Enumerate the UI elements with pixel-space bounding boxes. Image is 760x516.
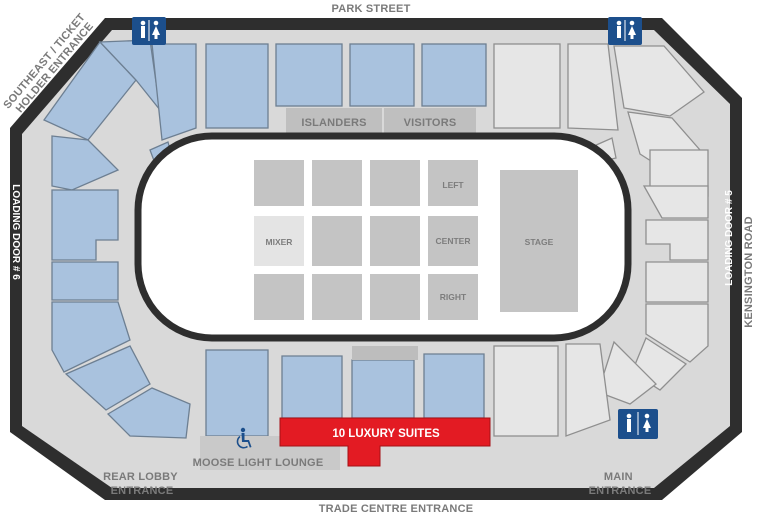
section[interactable]: [106, 387, 191, 439]
section[interactable]: [645, 261, 709, 303]
restroom-icon: [618, 409, 658, 439]
stage: [500, 170, 578, 312]
section[interactable]: [205, 43, 269, 129]
section[interactable]: [205, 349, 269, 437]
floor-section[interactable]: [254, 274, 304, 320]
section[interactable]: [51, 261, 119, 301]
section[interactable]: [493, 43, 561, 129]
section[interactable]: [423, 353, 485, 419]
section[interactable]: [421, 43, 487, 107]
restroom-icon: [608, 17, 642, 45]
wheelchair-icon: [236, 427, 252, 449]
floor-section[interactable]: [312, 274, 362, 320]
floor-section-left[interactable]: [428, 160, 478, 206]
luxury-suites-label: 10 LUXURY SUITES: [332, 428, 440, 440]
mixer: [254, 216, 304, 266]
section[interactable]: [565, 343, 611, 437]
lounge-area: [200, 436, 340, 470]
section[interactable]: [642, 185, 709, 219]
section[interactable]: [567, 43, 619, 131]
north-east-sections: [493, 43, 705, 169]
section[interactable]: [493, 345, 559, 437]
lounge-label: MOOSE LIGHT LOUNGE: [193, 457, 324, 469]
park-street-label: PARK STREET: [331, 3, 410, 15]
mixer-label: MIXER: [266, 237, 293, 247]
floor-section[interactable]: [312, 160, 362, 206]
section[interactable]: [349, 43, 415, 107]
floor-section[interactable]: [370, 216, 420, 266]
luxury-suites[interactable]: [279, 417, 491, 467]
section[interactable]: [51, 135, 120, 191]
section[interactable]: [645, 219, 709, 261]
floor-left-label: LEFT: [442, 180, 464, 190]
floor-section[interactable]: [370, 160, 420, 206]
trade-centre-entrance-label: TRADE CENTRE ENTRANCE: [319, 503, 474, 515]
floor-section-center[interactable]: [428, 216, 478, 266]
section[interactable]: [51, 189, 119, 261]
section[interactable]: [275, 43, 343, 107]
section[interactable]: [281, 355, 343, 419]
section[interactable]: [613, 45, 705, 117]
north-sections: [151, 43, 487, 141]
floor-section[interactable]: [254, 160, 304, 206]
stage-label: STAGE: [525, 237, 554, 247]
floor-center-label: CENTER: [436, 236, 471, 246]
section[interactable]: [151, 43, 197, 141]
bench-away[interactable]: [384, 108, 476, 134]
floor-right-label: RIGHT: [440, 292, 467, 302]
bench-away-label: VISITORS: [404, 117, 457, 129]
east-sections: [597, 149, 709, 405]
section[interactable]: [351, 359, 415, 419]
tunnel: [352, 346, 418, 360]
rear-lobby-entrance-label: REAR LOBBY ENTRANCE: [103, 471, 181, 497]
section[interactable]: [64, 345, 151, 411]
section[interactable]: [645, 303, 709, 363]
section[interactable]: [51, 301, 131, 373]
west-sections: [43, 39, 191, 439]
floor-section[interactable]: [370, 274, 420, 320]
restroom-icon: [132, 17, 166, 45]
loading-door-6-label: LOADING DOOR # 6: [10, 184, 21, 280]
main-entrance-label: MAIN ENTRANCE: [589, 471, 652, 497]
loading-door-5-label: LOADING DOOR # 5: [724, 190, 735, 286]
floor-section-right[interactable]: [428, 274, 478, 320]
bench-home-label: ISLANDERS: [301, 117, 366, 129]
floor-section[interactable]: [312, 216, 362, 266]
bench-home[interactable]: [286, 108, 382, 134]
kensington-road-label: KENSINGTON ROAD: [743, 216, 755, 328]
floor-seating: LEFT CENTER RIGHT MIXER STAGE: [254, 160, 578, 320]
south-sections: [205, 343, 611, 437]
